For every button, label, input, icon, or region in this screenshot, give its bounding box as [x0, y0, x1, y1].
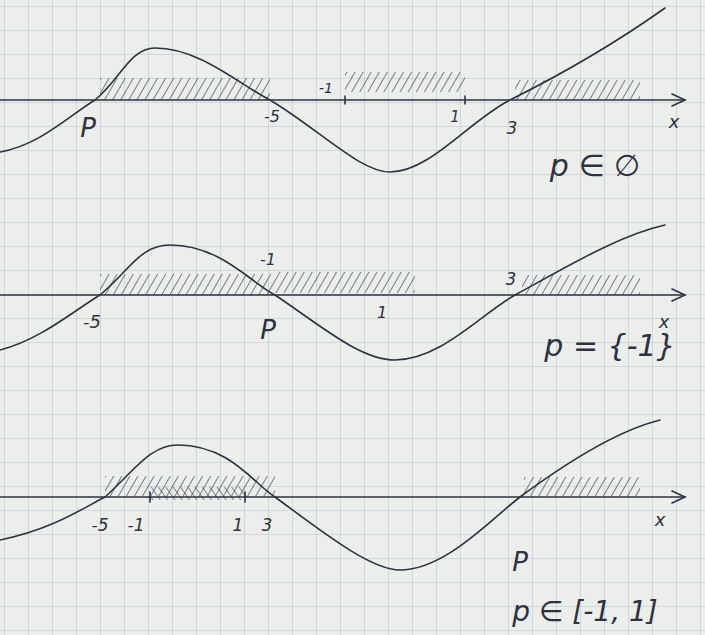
answer-note: p ∈ [-1, 1] — [512, 598, 657, 626]
hatch — [150, 487, 245, 500]
hatch — [515, 80, 640, 100]
point-label: P — [512, 549, 528, 575]
tick-label: 3 — [262, 517, 273, 534]
tick-label: -5 — [92, 517, 109, 534]
tick-label: -5 — [83, 313, 101, 331]
tick-label: 3 — [507, 120, 518, 137]
hatch — [522, 275, 640, 295]
hatch — [100, 78, 270, 100]
hatch — [524, 477, 640, 497]
axis — [0, 99, 685, 101]
sign-curve — [0, 420, 660, 570]
axis-label: x — [659, 313, 670, 331]
answer-note: p = {-1} — [544, 331, 675, 361]
tick — [464, 96, 466, 104]
tick-label: 3 — [506, 271, 517, 288]
tick — [244, 492, 246, 502]
hatch — [345, 72, 465, 92]
tick-label: -1 — [260, 252, 276, 268]
tick-label: -5 — [264, 109, 280, 125]
hatch — [275, 272, 415, 293]
point-label: P — [260, 317, 276, 343]
axis — [0, 294, 685, 296]
tick-label: -1 — [319, 81, 333, 95]
answer-note: p ∈ ∅ — [550, 151, 640, 181]
axis-arrow — [672, 491, 685, 503]
tick-label: 1 — [233, 517, 244, 534]
axis-label: x — [655, 511, 666, 529]
axis-label: x — [669, 113, 680, 131]
sign-curve — [0, 8, 665, 172]
tick — [344, 96, 346, 104]
tick-label: -1 — [128, 517, 145, 534]
axis-arrow — [672, 94, 685, 106]
tick — [149, 492, 151, 502]
tick-label: 1 — [450, 110, 460, 125]
point-label: P — [80, 115, 96, 141]
axis-arrow — [672, 289, 685, 301]
tick-label: 1 — [377, 305, 387, 321]
